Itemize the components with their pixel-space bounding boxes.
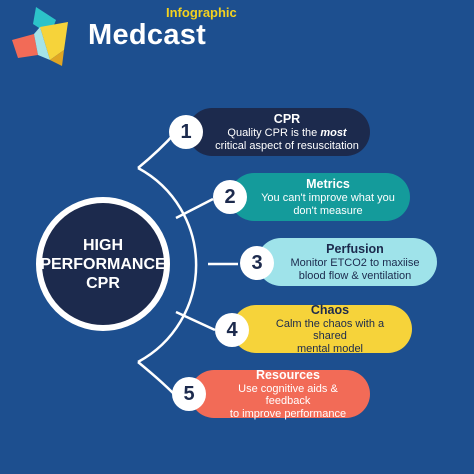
step-3-desc: Monitor ETCO2 to maxiise blood flow & ve…: [290, 257, 420, 282]
step-4-desc: Calm the chaos with a shared mental mode…: [275, 317, 385, 355]
step-3-title: Perfusion: [326, 242, 384, 256]
tagline: Infographic: [166, 5, 237, 20]
step-2-number: 2: [213, 180, 247, 214]
step-5-title: Resources: [256, 367, 320, 382]
brand-title: Medcast: [88, 19, 207, 51]
step-1-title: CPR: [273, 112, 301, 126]
step-1-pill: CPR Quality CPR is the most critical asp…: [188, 108, 370, 156]
step-3-pill: Perfusion Monitor ETCO2 to maxiise blood…: [257, 238, 437, 286]
hub-circle: HIGH PERFORMANCE CPR: [36, 197, 170, 331]
step-5-desc: Use cognitive aids & feedback to improve…: [229, 382, 347, 420]
step-2-title: Metrics: [306, 177, 350, 191]
step-4-number: 4: [215, 313, 249, 347]
step-2-pill: Metrics You can't improve what you don't…: [230, 173, 410, 221]
step-2-desc: You can't improve what you don't measure: [261, 192, 395, 217]
step-1-desc: Quality CPR is the most critical aspect …: [215, 127, 359, 152]
step-1-number: 1: [169, 115, 203, 149]
step-4-pill: Chaos Calm the chaos with a shared menta…: [232, 302, 412, 355]
hub-title: HIGH PERFORMANCE CPR: [40, 236, 166, 292]
step-5-number: 5: [172, 377, 206, 411]
medcast-logo-icon: [12, 7, 68, 66]
step-5-pill: Resources Use cognitive aids & feedback …: [190, 367, 370, 420]
step-3-number: 3: [240, 246, 274, 280]
step-4-title: Chaos: [310, 302, 350, 317]
